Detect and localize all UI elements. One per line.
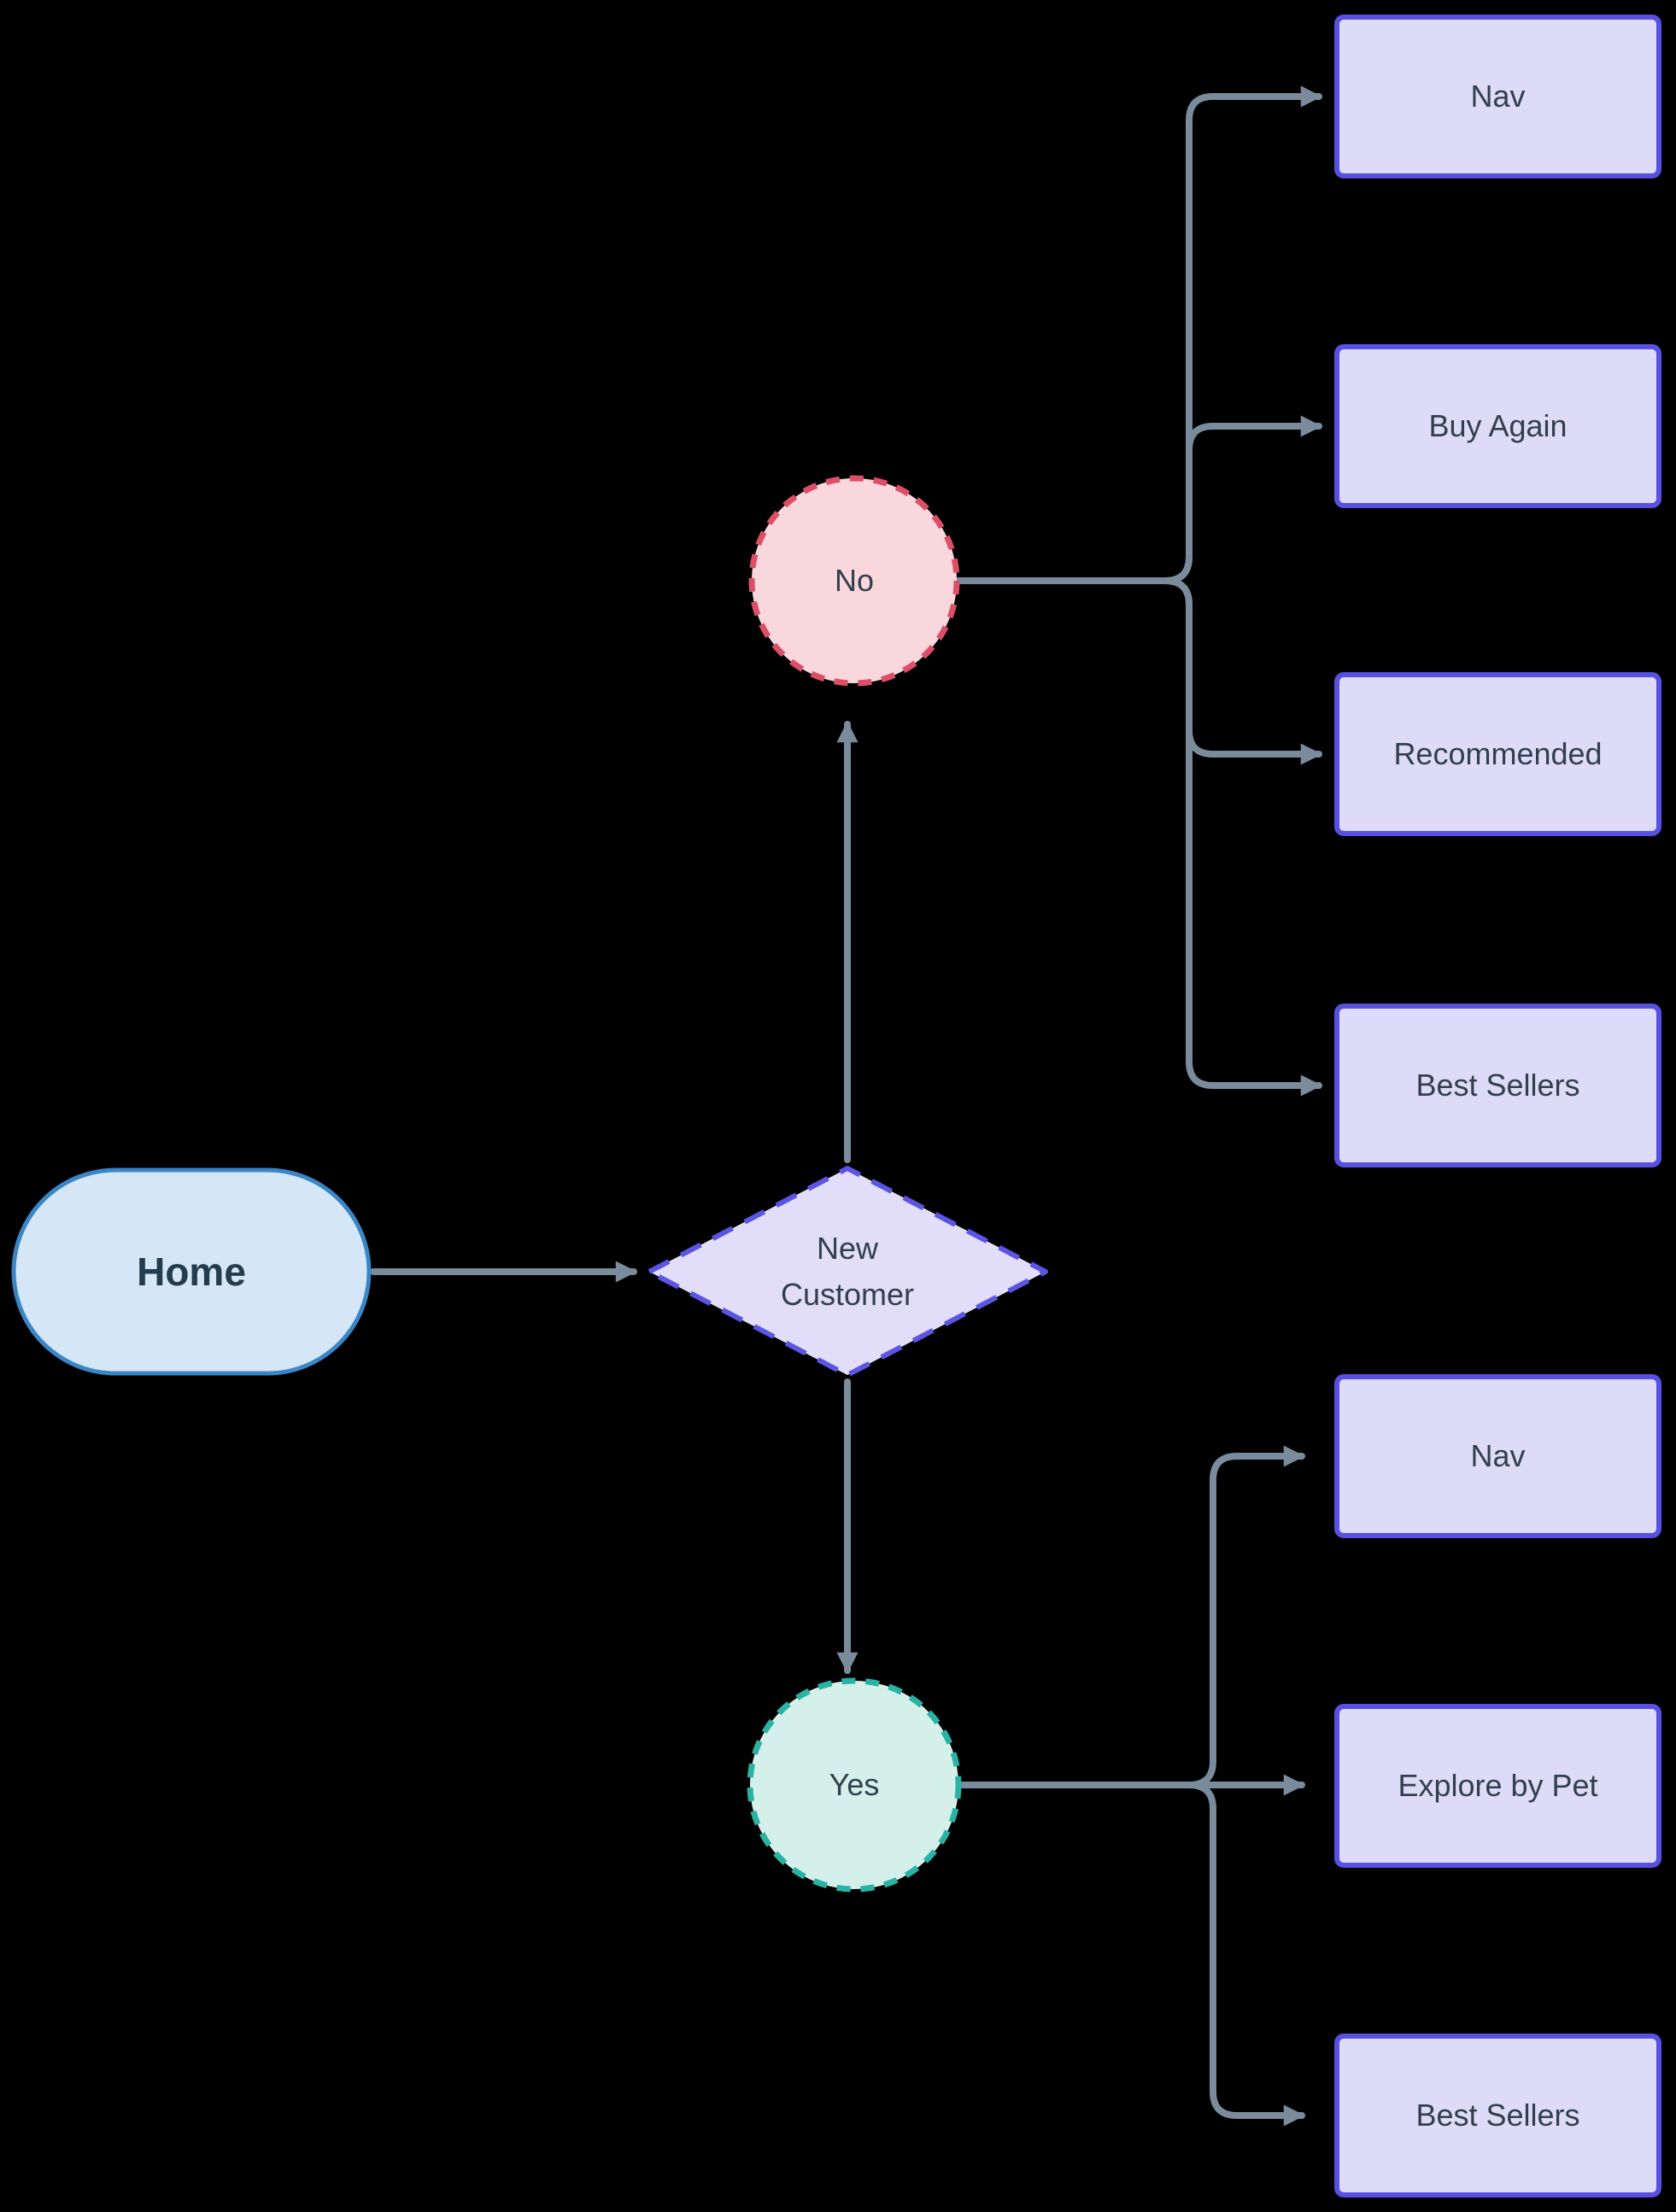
node-home-label: Home <box>137 1249 246 1294</box>
node-nav-2[interactable]: Nav <box>1334 1374 1661 1538</box>
node-yes-label: Yes <box>829 1767 880 1802</box>
box-best-sellers-2-shape <box>1334 2034 1661 2197</box>
node-home[interactable]: Home <box>11 1167 372 1376</box>
edge-no-to-recommended <box>952 577 1322 765</box>
node-nav-1-label: Nav <box>1470 79 1526 114</box>
edge-yes-to-best-sellers-2 <box>953 1782 1305 2127</box>
node-explore-by-pet[interactable]: Explore by Pet <box>1334 1704 1661 1868</box>
node-nav-1[interactable]: Nav <box>1334 15 1661 178</box>
yes-shape <box>747 1677 962 1893</box>
home-shape <box>11 1167 372 1376</box>
box-best-sellers-1-shape <box>1334 1004 1661 1167</box>
node-nav-2-label: Nav <box>1470 1438 1526 1473</box>
node-no-label: No <box>834 563 875 598</box>
node-best-sellers-1-label: Best Sellers <box>1415 1068 1580 1103</box>
node-new-customer-label: New Customer <box>780 1231 915 1312</box>
edge-no-to-nav-1 <box>952 85 1322 584</box>
node-best-sellers-2-label: Best Sellers <box>1415 2098 1580 2133</box>
box-nav-1-shape <box>1334 15 1661 178</box>
node-recommended-label: Recommended <box>1393 736 1603 771</box>
node-recommended[interactable]: Recommended <box>1334 672 1661 836</box>
node-best-sellers-2[interactable]: Best Sellers <box>1334 2034 1661 2197</box>
no-shape <box>748 475 960 687</box>
box-nav-2-shape <box>1334 1374 1661 1538</box>
box-recommended-shape <box>1334 672 1661 836</box>
edge-no-to-buy-again <box>952 415 1322 584</box>
node-buy-again[interactable]: Buy Again <box>1334 344 1661 508</box>
node-best-sellers-1[interactable]: Best Sellers <box>1334 1004 1661 1167</box>
box-buy-again-shape <box>1334 344 1661 508</box>
edge-no-to-best-sellers-1 <box>952 577 1322 1097</box>
node-buy-again-label: Buy Again <box>1428 408 1568 443</box>
node-yes[interactable]: Yes <box>750 1681 958 1889</box>
edge-yes-to-nav-2 <box>953 1445 1305 1788</box>
node-new-customer-decision[interactable]: New Customer <box>649 1168 1046 1375</box>
decision-shape <box>647 1166 1048 1378</box>
box-explore-by-pet-shape <box>1334 1704 1661 1868</box>
node-no[interactable]: No <box>752 478 957 683</box>
node-explore-by-pet-label: Explore by Pet <box>1398 1768 1598 1803</box>
